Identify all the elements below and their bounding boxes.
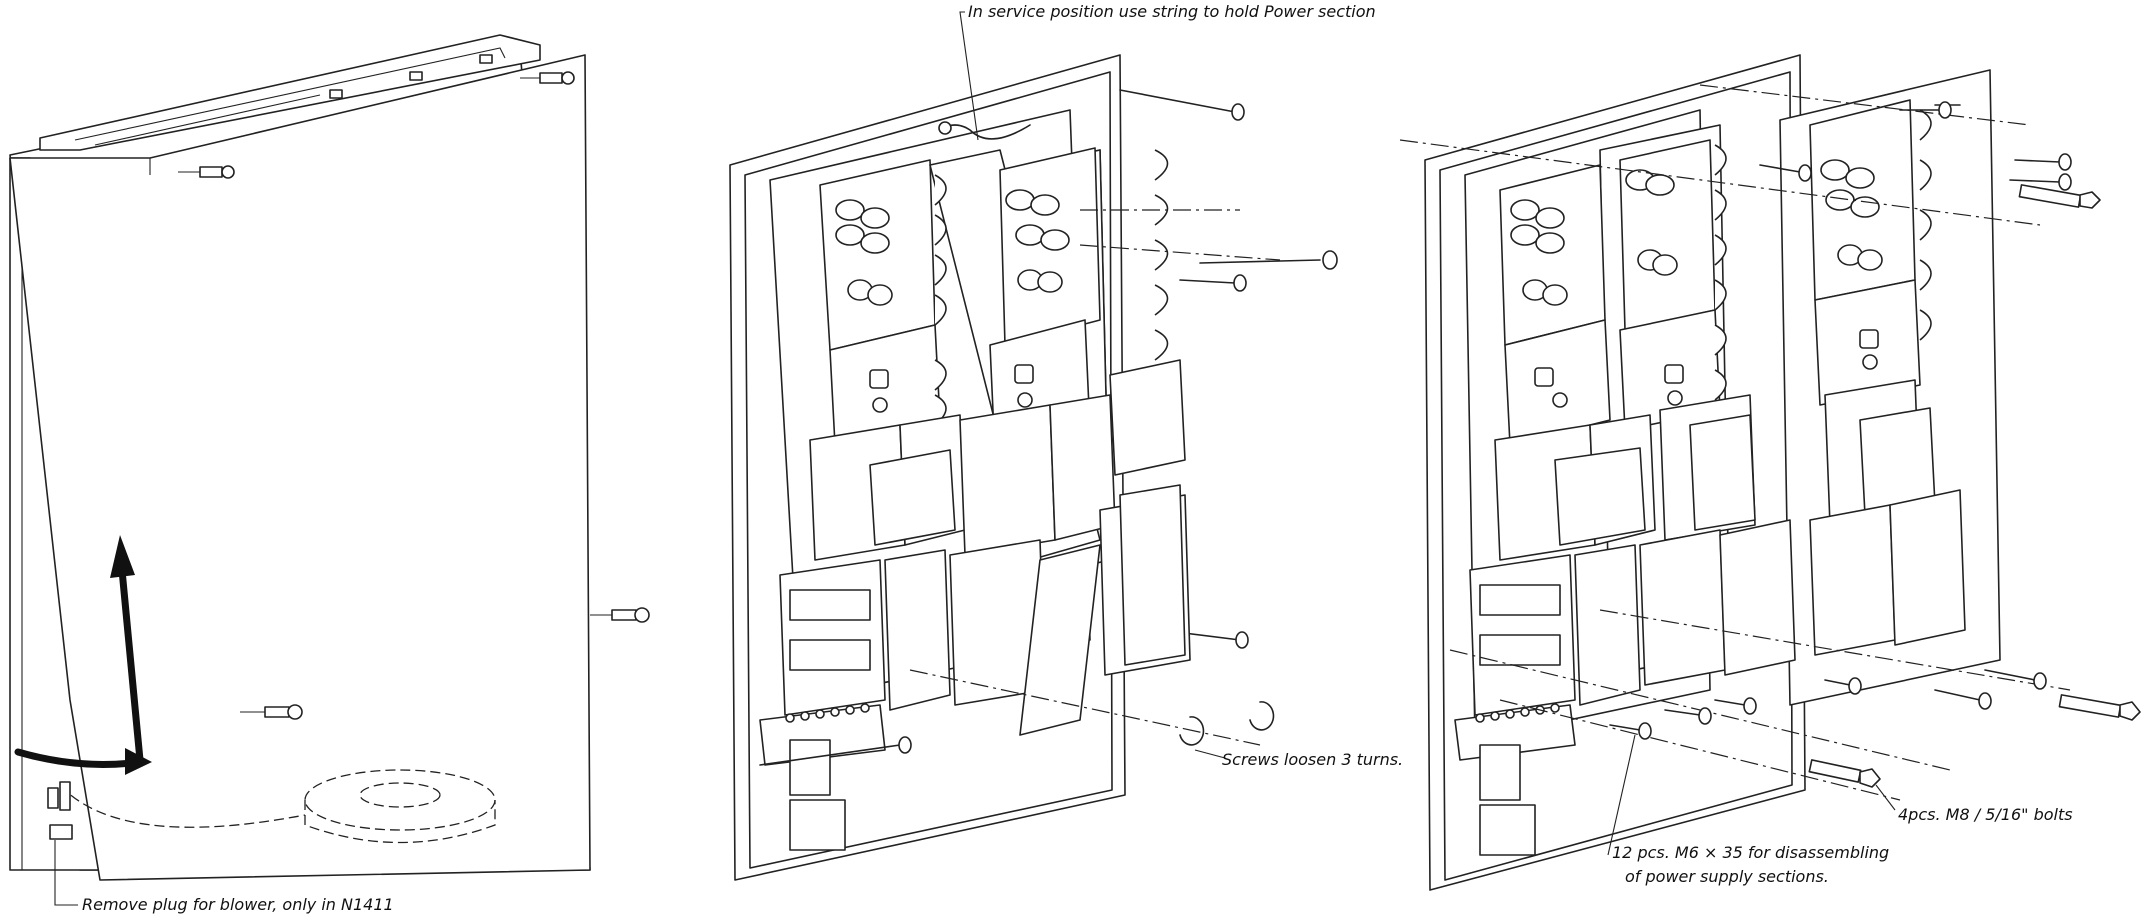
screws-m6-label-line2: of power supply sections. — [1625, 867, 1829, 886]
screw — [520, 71, 575, 85]
screw — [1179, 274, 1247, 292]
choke-coil — [779, 559, 886, 716]
arrow-head-icon — [125, 748, 152, 775]
bolt — [2018, 184, 2101, 209]
screw — [240, 704, 303, 720]
lift-arrow — [118, 566, 144, 764]
arrow-head-icon — [110, 535, 135, 578]
transformer — [1109, 359, 1186, 476]
bolt — [1808, 759, 1881, 788]
transformer — [959, 404, 1056, 556]
string-hold-label: In service position use string to hold P… — [968, 2, 1376, 21]
service-position-view: Screws loosen 3 turns. In service positi… — [729, 2, 1403, 881]
pcb-board — [819, 159, 936, 351]
screw — [590, 607, 650, 623]
screws-loosen-label: Screws loosen 3 turns. — [1222, 750, 1403, 769]
screws-m6-label-line1: 12 pcs. M6 × 35 for disassembling — [1612, 843, 1889, 862]
screw — [178, 165, 235, 179]
front-cover — [9, 54, 591, 881]
top-lid — [39, 34, 541, 151]
rotate-arrow-icon — [1249, 701, 1275, 731]
remove-plug-label: Remove plug for blower, only in N1411 — [82, 895, 394, 914]
screw — [1199, 250, 1338, 270]
bolts-m8-label: 4pcs. M8 / 5/16" bolts — [1898, 805, 2073, 824]
cabinet-cover-view: Remove plug for blower, only in N1411 — [9, 34, 650, 914]
rotate-arrow-icon — [1179, 716, 1205, 746]
disassembly-view: 4pcs. M8 / 5/16" bolts 12 pcs. M6 × 35 f… — [1399, 54, 2141, 891]
bolt — [2058, 694, 2141, 721]
blower-plug — [47, 781, 73, 840]
